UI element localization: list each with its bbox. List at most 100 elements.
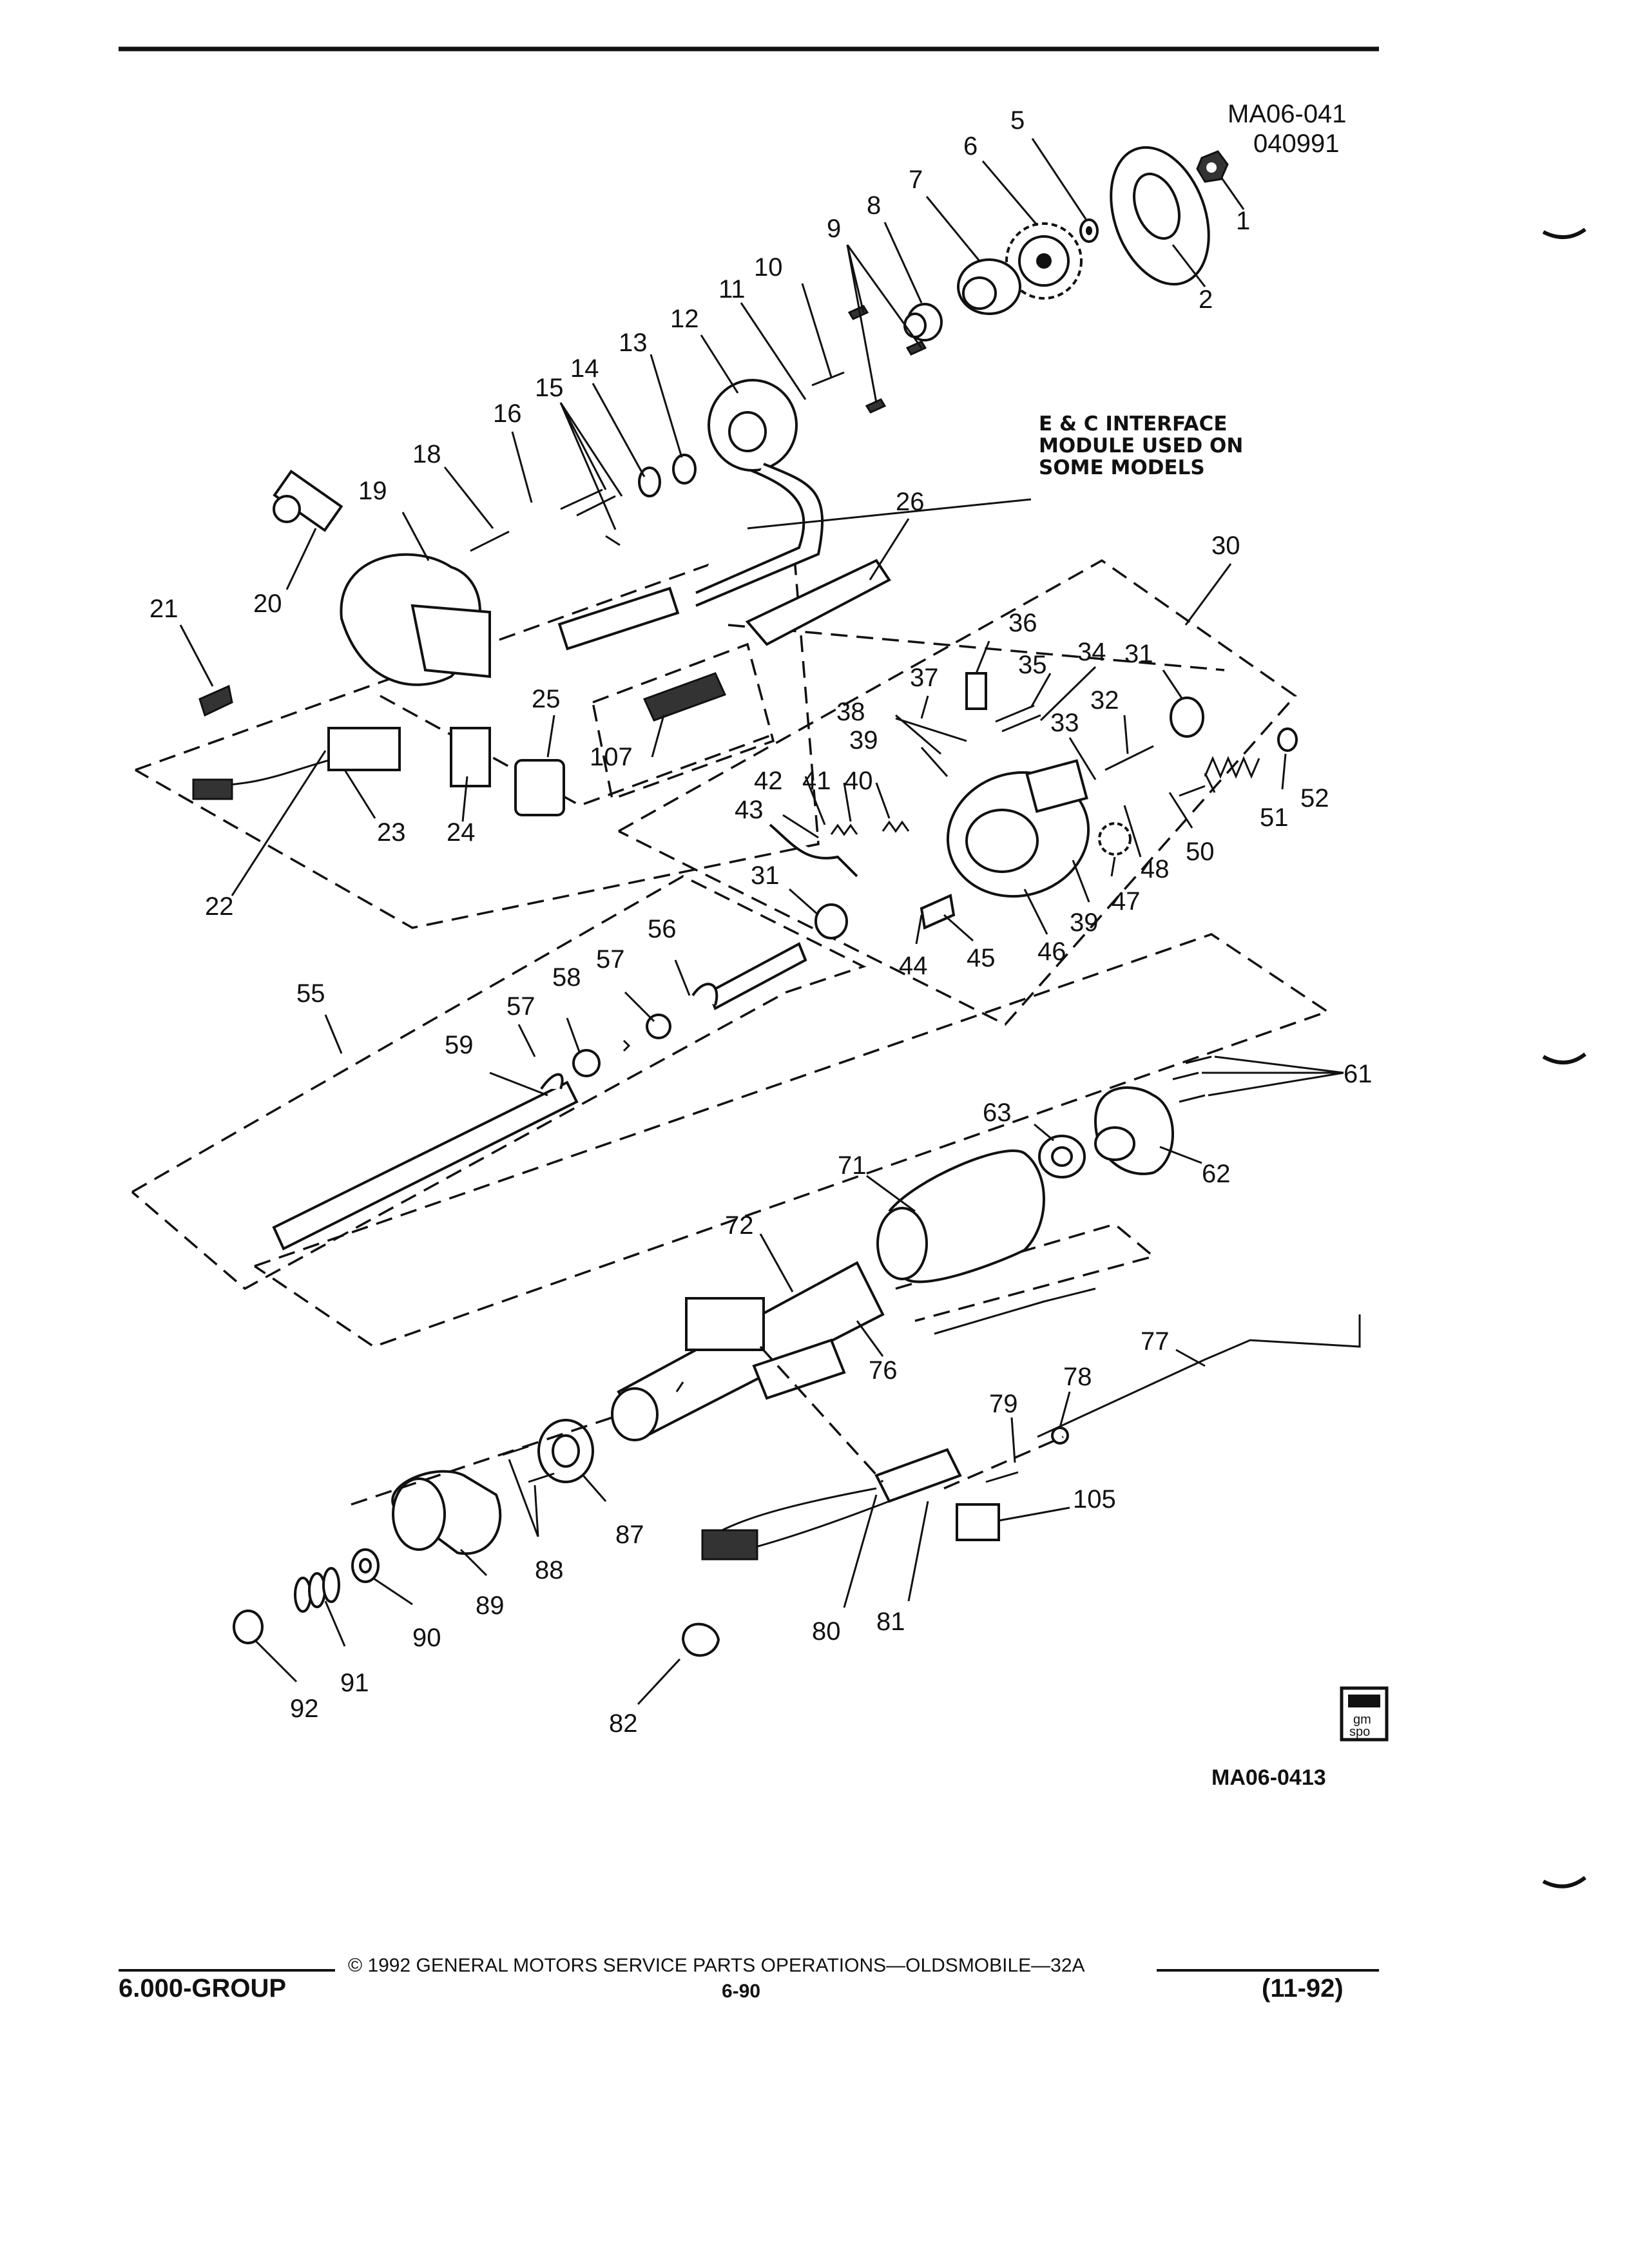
callout-52: 52 bbox=[1300, 784, 1329, 812]
part-lock-plate bbox=[1005, 222, 1083, 300]
logo-top: gm bbox=[1353, 1713, 1371, 1727]
callout-26: 26 bbox=[896, 488, 925, 516]
part-washer bbox=[1079, 218, 1099, 243]
callout-80: 80 bbox=[812, 1617, 841, 1646]
callout-90: 90 bbox=[412, 1624, 441, 1652]
part-pawl bbox=[985, 1427, 1069, 1483]
callout-12: 12 bbox=[670, 305, 699, 333]
part-rack-preload bbox=[1104, 727, 1298, 797]
part-housing-cover bbox=[340, 553, 491, 686]
callout-56: 56 bbox=[648, 915, 677, 943]
logo-bottom: spo bbox=[1349, 1725, 1370, 1739]
group-boundary-lock-housing bbox=[618, 559, 1297, 1026]
callout-16: 16 bbox=[493, 399, 522, 428]
callout-35: 35 bbox=[1018, 651, 1047, 679]
callout-25: 25 bbox=[532, 685, 561, 713]
part-neutral-switch bbox=[701, 1448, 962, 1561]
footer-group: 6.000-GROUP bbox=[119, 1974, 287, 2003]
callout-23: 23 bbox=[377, 818, 406, 847]
callout-40: 40 bbox=[844, 767, 873, 795]
part-lower-housing bbox=[391, 1470, 502, 1555]
part-bearing-upper bbox=[1170, 697, 1204, 738]
callout-30: 30 bbox=[1211, 532, 1240, 560]
callout-55: 55 bbox=[296, 979, 325, 1008]
callout-57: 57 bbox=[596, 945, 625, 974]
callout-24: 24 bbox=[447, 818, 476, 847]
callout-labels: 1 2 5 6 7 8 9 10 11 12 13 14 15 16 18 19… bbox=[149, 106, 1373, 1738]
callout-46: 46 bbox=[1037, 937, 1066, 966]
diagram-code-line1: MA06-041 bbox=[1228, 100, 1347, 128]
part-clip bbox=[198, 684, 233, 717]
note-line3: SOME MODELS bbox=[1039, 456, 1205, 479]
callout-63: 63 bbox=[983, 1099, 1012, 1127]
group-boundary-upper-left bbox=[135, 533, 820, 929]
part-lower-retainer bbox=[233, 1610, 264, 1644]
part-bearing-lower bbox=[815, 903, 848, 939]
callout-43: 43 bbox=[735, 796, 764, 824]
part-lower-springs bbox=[294, 1567, 340, 1613]
group-boundary-shaft bbox=[131, 875, 1330, 1348]
callout-37: 37 bbox=[910, 664, 939, 692]
footer-revision: (11-92) bbox=[1262, 1974, 1344, 2003]
part-shroud bbox=[1038, 1135, 1086, 1178]
callout-91: 91 bbox=[340, 1669, 369, 1697]
part-buzzer bbox=[514, 759, 565, 816]
callout-20: 20 bbox=[253, 590, 282, 618]
callout-31: 31 bbox=[1124, 640, 1153, 668]
part-retaining-clip bbox=[682, 1622, 720, 1657]
part-retaining-ring bbox=[638, 454, 697, 497]
part-lock-housing bbox=[946, 759, 1090, 898]
callout-88: 88 bbox=[535, 1556, 564, 1584]
group-boundary-module bbox=[592, 642, 775, 801]
part-dimmer-switch bbox=[450, 727, 491, 787]
callout-1: 1 bbox=[1236, 207, 1250, 235]
part-steering-wheel-hub bbox=[1110, 146, 1210, 286]
callout-87: 87 bbox=[615, 1521, 644, 1549]
figure-code: MA06-0413 bbox=[1211, 1765, 1326, 1790]
callout-48: 48 bbox=[1141, 855, 1170, 883]
part-steering-shaft bbox=[272, 1073, 579, 1251]
callout-5: 5 bbox=[1010, 106, 1025, 135]
callout-14: 14 bbox=[570, 354, 599, 383]
callout-59: 59 bbox=[445, 1031, 474, 1059]
callout-9: 9 bbox=[827, 215, 841, 243]
callout-38: 38 bbox=[836, 698, 865, 726]
callout-47: 47 bbox=[1112, 887, 1141, 916]
callout-71: 71 bbox=[838, 1151, 867, 1180]
callout-7: 7 bbox=[909, 166, 923, 194]
part-cancel-cam bbox=[957, 258, 1021, 315]
callout-89: 89 bbox=[476, 1591, 505, 1620]
part-sector bbox=[1098, 822, 1132, 856]
part-column-jacket bbox=[611, 1261, 885, 1441]
callout-78: 78 bbox=[1063, 1363, 1092, 1391]
callout-92: 92 bbox=[290, 1695, 319, 1723]
part-bearing bbox=[351, 1548, 380, 1583]
part-springs bbox=[830, 820, 910, 836]
note-line2: MODULE USED ON bbox=[1039, 434, 1243, 457]
callout-39b: 39 bbox=[1070, 908, 1099, 937]
part-pin bbox=[811, 371, 845, 387]
callout-57b: 57 bbox=[506, 992, 535, 1021]
note-line1: E & C INTERFACE bbox=[1039, 412, 1228, 436]
callout-79: 79 bbox=[989, 1390, 1018, 1418]
part-interface-bracket bbox=[745, 559, 891, 646]
part-centering-sphere bbox=[572, 1014, 671, 1077]
callout-105: 105 bbox=[1073, 1485, 1116, 1514]
callout-62: 62 bbox=[1202, 1160, 1231, 1188]
part-column-support bbox=[1094, 1086, 1174, 1175]
callout-51: 51 bbox=[1260, 803, 1289, 832]
footer-page-number: 6-90 bbox=[722, 1981, 761, 2002]
part-upper-shaft bbox=[691, 942, 807, 1010]
callout-76: 76 bbox=[869, 1356, 898, 1385]
callout-36: 36 bbox=[1008, 609, 1037, 637]
callout-10: 10 bbox=[754, 253, 783, 282]
edge-mark bbox=[1542, 1876, 1586, 1888]
callout-39: 39 bbox=[849, 726, 878, 754]
callout-2: 2 bbox=[1199, 285, 1213, 314]
callout-13: 13 bbox=[619, 329, 648, 357]
callout-34: 34 bbox=[1077, 638, 1106, 666]
part-spring bbox=[903, 303, 943, 341]
callout-77: 77 bbox=[1141, 1327, 1170, 1356]
part-support-screws bbox=[1172, 1055, 1212, 1103]
